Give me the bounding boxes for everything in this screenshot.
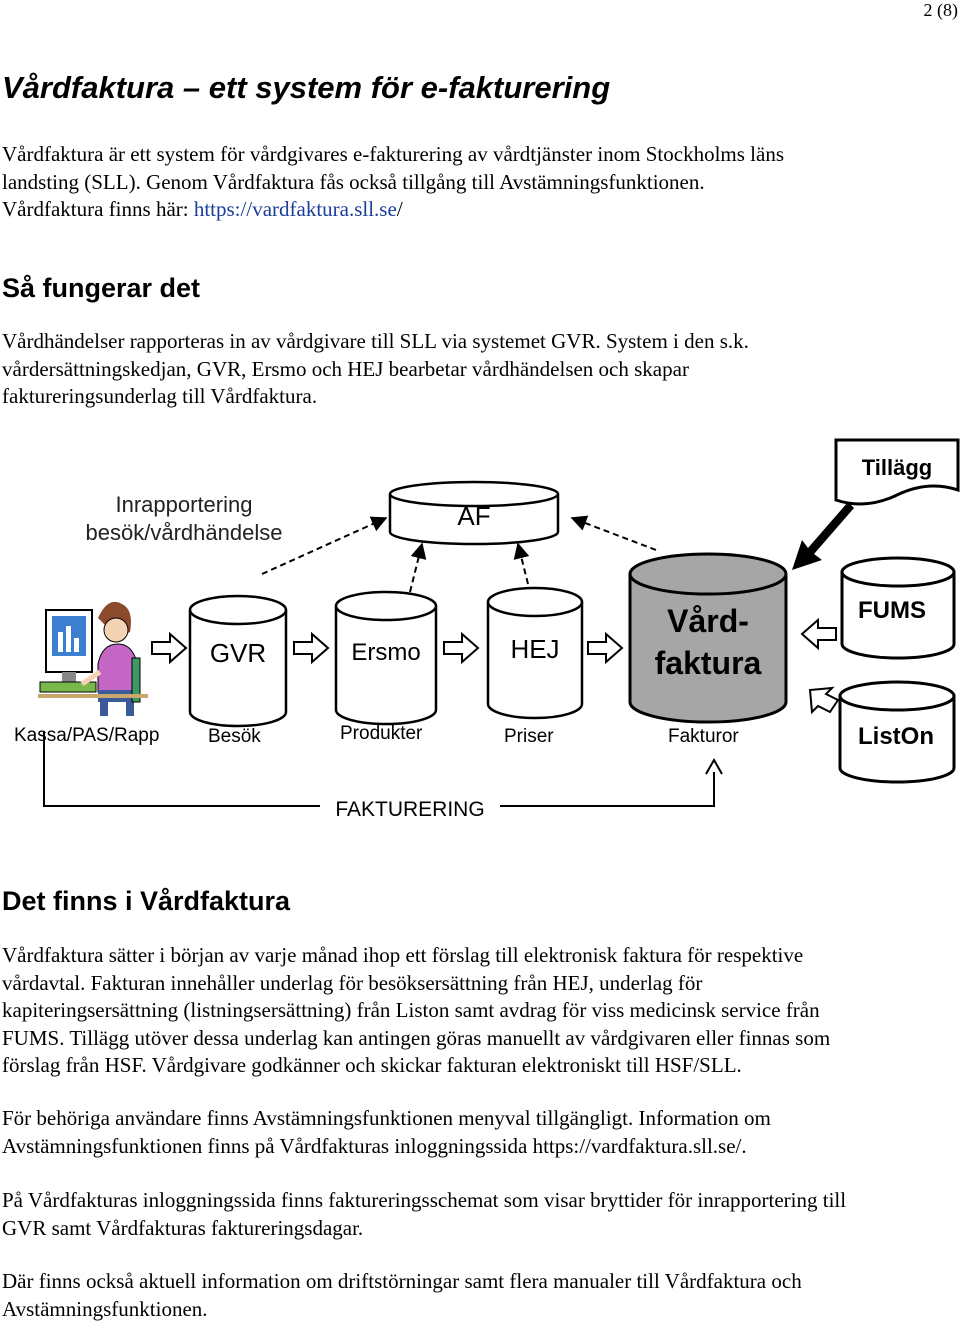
gvr-label: GVR [210, 638, 266, 668]
label-priser: Priser [504, 726, 554, 747]
vardfaktura-label-line-2: faktura [655, 645, 762, 681]
billing-flow-diagram: Inrapportering besök/vårdhändelse AF Til… [14, 438, 960, 821]
section-heading-how: Så fungerar det [2, 273, 201, 303]
arrow-ersmo-to-hej [443, 631, 480, 665]
fakturering-loop: FAKTURERING [43, 732, 723, 821]
content-paragraph-4: Där finns också aktuell information om d… [2, 1268, 952, 1323]
reporting-label-line-1: Inrapportering [116, 492, 253, 517]
arrow-person-to-gvr [151, 631, 188, 665]
section-heading-content: Det finns i Vårdfaktura [2, 886, 291, 916]
person-at-computer-icon [38, 601, 148, 716]
arrow-liston-to-vardfaktura [808, 686, 840, 715]
intro-line-2: landsting (SLL). Genom Vårdfaktura fås o… [2, 169, 705, 194]
content-p1-line-5: förslag från HSF. Vårdgivare godkänner o… [2, 1053, 742, 1077]
label-produkter: Produkter [340, 723, 423, 744]
how-line-1: Vårdhändelser rapporteras in av vårdgiva… [2, 329, 749, 353]
content-p2-line-2: Avstämningsfunktionen finns på Vårdfaktu… [2, 1133, 747, 1158]
content-p1-line-1: Vårdfaktura sätter i början av varje mån… [2, 943, 804, 967]
page-number: 2 (8) [923, 0, 959, 20]
hej-database: HEJ [486, 586, 584, 720]
how-line-2: vårdersättningskedjan, GVR, Ersmo och HE… [2, 356, 689, 381]
content-paragraph-2: För behöriga användare finns Avstämnings… [2, 1105, 952, 1160]
content-p4-line-1: Där finns också aktuell information om d… [2, 1269, 802, 1293]
content-p2-line-1: För behöriga användare finns Avstämnings… [2, 1106, 771, 1130]
ersmo-database: Ersmo [334, 590, 438, 726]
flow-arrows [151, 617, 840, 715]
label-fakturor: Fakturor [668, 726, 739, 747]
content-p4-line-2: Avstämningsfunktionen. [2, 1296, 208, 1321]
content-p1-line-2: vårdavtal. Fakturan innehåller underlag … [2, 970, 703, 995]
how-paragraph: Vårdhändelser rapporteras in av vårdgiva… [2, 328, 952, 411]
liston-label: ListOn [858, 723, 934, 750]
dashed-arrow-reporting-to-af [261, 516, 388, 575]
af-label: AF [457, 501, 490, 531]
vardfaktura-link[interactable]: https://vardfaktura.sll.se [193, 197, 397, 221]
intro-line-3-suffix: / [396, 197, 403, 221]
vardfaktura-database: Vård- faktura [628, 552, 788, 724]
vardfaktura-label-line-1: Vård- [667, 603, 749, 639]
fums-label: FUMS [858, 597, 926, 624]
arrow-fums-to-vardfaktura [800, 617, 837, 651]
tillagg-document: Tillägg [834, 438, 960, 506]
hej-label: HEJ [510, 634, 559, 664]
content-p3-line-2: GVR samt Vårdfakturas faktureringsdagar. [2, 1215, 364, 1240]
intro-line-3-prefix: Vårdfaktura finns här: [2, 197, 194, 221]
arrow-hej-to-vardfaktura [587, 631, 624, 665]
content-paragraph-1: Vårdfaktura sätter i början av varje mån… [2, 942, 952, 1080]
dashed-arrow-hej-to-af [513, 542, 530, 585]
liston-database: ListOn [838, 680, 956, 784]
dashed-arrow-ersmo-to-af [409, 542, 427, 593]
page-title: Vårdfaktura – ett system för e-faktureri… [2, 70, 611, 105]
reporting-label-line-2: besök/vårdhändelse [86, 520, 283, 545]
gvr-database: GVR [188, 594, 288, 728]
tillagg-label: Tillägg [862, 455, 933, 480]
how-line-3: faktureringsunderlag till Vårdfaktura. [2, 384, 318, 408]
ersmo-label: Ersmo [351, 639, 420, 666]
fums-database: FUMS [840, 556, 956, 660]
label-besok: Besök [208, 726, 261, 747]
content-paragraph-3: På Vårdfakturas inloggningssida finns fa… [2, 1187, 952, 1242]
content-p3-line-1: På Vårdfakturas inloggningssida finns fa… [2, 1188, 847, 1212]
content-p1-line-4: FUMS. Tillägg utöver dessa underlag kan … [2, 1025, 831, 1050]
dashed-arrow-vardfaktura-to-af [570, 515, 657, 551]
dashed-arrows [261, 515, 657, 593]
fakturering-label: FAKTURERING [335, 798, 484, 821]
intro-line-1: Vårdfaktura är ett system för vårdgivare… [2, 142, 784, 166]
arrow-tillagg-to-vardfaktura [792, 502, 854, 570]
af-database: AF [388, 480, 560, 546]
content-p1-line-3: kapiteringsersättning (listningsersättni… [2, 998, 820, 1022]
label-kassa: Kassa/PAS/Rapp [14, 725, 159, 746]
intro-paragraph: Vårdfaktura är ett system för vårdgivare… [2, 141, 952, 224]
arrow-gvr-to-ersmo [293, 631, 330, 665]
